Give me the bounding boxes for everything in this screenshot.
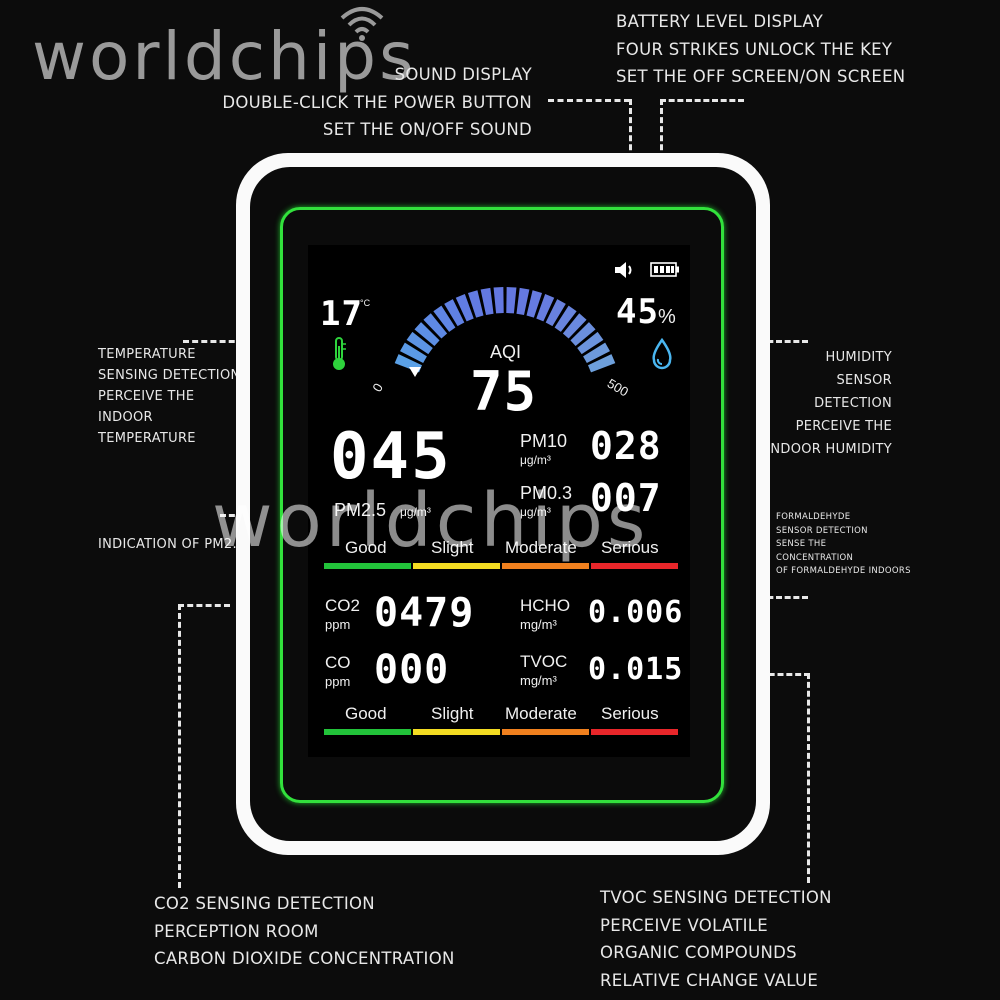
co2-label: CO2	[325, 596, 360, 615]
aqi-gauge-segment	[562, 313, 587, 339]
co-label: CO	[325, 653, 351, 672]
watermark-logo: worldchips	[212, 478, 650, 564]
co-unit: ppm	[325, 674, 351, 689]
aqi-gauge-segment	[545, 299, 566, 327]
pm10-label: PM10	[520, 431, 568, 451]
aqi-gauge-segment	[577, 331, 604, 355]
wifi-icon	[340, 7, 384, 41]
scale2-good: Good	[345, 704, 387, 723]
scale1-serious-bar	[591, 563, 678, 569]
pm25-value: 045	[330, 420, 452, 494]
pm03-label: PM0.3	[520, 483, 573, 503]
sound-leader	[548, 99, 630, 102]
temperature-value: 17	[320, 294, 363, 334]
scale1-serious: Serious	[601, 538, 659, 557]
tvoc-value: 0.015	[588, 652, 684, 687]
aqi-gauge-segment	[506, 287, 517, 314]
sound-annotation: SOUND DISPLAY DOUBLE-CLICK THE POWER BUT…	[222, 65, 532, 139]
aqi-gauge-segment	[570, 322, 596, 346]
co2-value: 0479	[374, 590, 475, 636]
aqi-gauge-segment	[400, 342, 427, 363]
scale1-slight: Slight	[431, 538, 474, 557]
scale1-moderate-bar	[502, 563, 589, 569]
pm10-unit: μg/m³	[520, 453, 551, 467]
battery-icon	[650, 262, 679, 277]
aqi-gauge-segment	[423, 313, 448, 339]
pm03-value: 007	[590, 476, 662, 520]
aqi-gauge-segment	[467, 290, 484, 318]
aqi-gauge-segment	[536, 294, 555, 322]
scale1-good-bar	[324, 563, 411, 569]
battery-leader	[660, 99, 744, 102]
scale2-serious: Serious	[601, 704, 659, 723]
tvoc-annotation: TVOC SENSING DETECTION PERCEIVE VOLATILE…	[600, 888, 832, 990]
co2-unit: ppm	[325, 617, 351, 632]
pm10-value: 028	[590, 424, 662, 468]
tvoc-label: TVOC	[520, 652, 568, 671]
humidity-unit: %	[658, 306, 676, 328]
aqi-gauge-segment	[414, 322, 440, 346]
aqi-gauge-segment	[526, 290, 543, 318]
formaldehyde-annotation: FORMALDEHYDE SENSOR DETECTION SENSE THE …	[776, 512, 911, 576]
lcd-screen	[308, 245, 690, 757]
scale2-serious-bar	[591, 729, 678, 735]
scale1-good: Good	[345, 538, 387, 557]
aqi-gauge-segment	[406, 331, 433, 355]
scale2-moderate-bar	[502, 729, 589, 735]
temperature-annotation: TEMPERATURE SENSING DETECTION PERCEIVE T…	[98, 347, 241, 446]
brand-logo: worldchips	[32, 18, 417, 95]
aqi-gauge-segment	[516, 287, 530, 315]
aqi-value: 75	[470, 360, 538, 423]
aqi-label: AQI	[490, 342, 522, 362]
co2-annotation: CO2 SENSING DETECTION PERCEPTION ROOM CA…	[154, 894, 455, 968]
aqi-gauge-segment	[554, 305, 577, 332]
aqi-gauge-segment	[455, 294, 474, 322]
scale1-moderate: Moderate	[505, 538, 577, 557]
temperature-unit: °C	[360, 298, 371, 308]
aqi-gauge-segment	[583, 342, 610, 363]
aqi-gauge-segment	[444, 299, 465, 327]
scale2-slight: Slight	[431, 704, 474, 723]
tvoc-leader-vertical	[807, 673, 810, 883]
water-drop-icon	[652, 338, 672, 370]
scale2-moderate: Moderate	[505, 704, 577, 723]
scale2-good-bar	[324, 729, 411, 735]
battery-annotation: BATTERY LEVEL DISPLAY FOUR STRIKES UNLOC…	[616, 12, 906, 86]
scale1-slight-bar	[413, 563, 500, 569]
speaker-icon	[615, 262, 632, 278]
aqi-pointer-icon	[409, 367, 421, 377]
humidity-value: 45	[616, 292, 659, 332]
scale2-slight-bar	[413, 729, 500, 735]
co2-leader-vertical	[178, 604, 181, 888]
aqi-gauge-segment	[480, 287, 494, 315]
co-value: 000	[374, 647, 450, 693]
pm25-annotation: INDICATION OF PM2.5	[98, 537, 246, 552]
thermometer-icon	[333, 337, 346, 370]
humidity-annotation: HUMIDITY SENSOR DETECTION PERCEIVE THE I…	[766, 350, 892, 457]
status-frame	[280, 207, 724, 803]
aqi-gauge	[394, 287, 616, 373]
co2-leader	[178, 604, 230, 607]
aqi-gauge-segment	[433, 305, 456, 332]
hcho-unit: mg/m³	[520, 617, 557, 632]
hcho-value: 0.006	[588, 595, 684, 630]
aqi-gauge-segment	[493, 287, 504, 314]
tvoc-unit: mg/m³	[520, 673, 557, 688]
hcho-label: HCHO	[520, 596, 571, 615]
pm25-label: PM2.5	[334, 500, 387, 520]
pm25-unit: μg/m³	[400, 505, 431, 519]
pm03-unit: μg/m³	[520, 505, 551, 519]
aqi-gauge-segment	[587, 354, 616, 373]
